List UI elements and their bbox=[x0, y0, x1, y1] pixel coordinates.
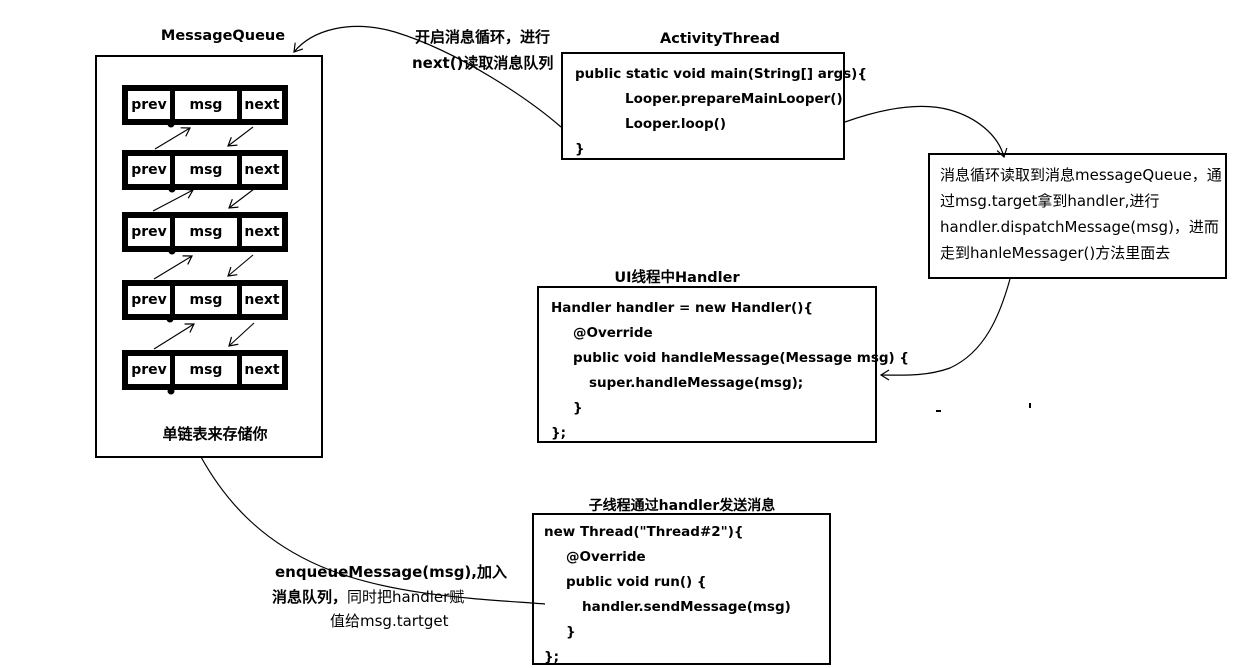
node-prev-cell: prev bbox=[128, 356, 170, 384]
loop-note-line2: next()读取消息队列 bbox=[412, 54, 554, 72]
dispatch-note-line: 消息循环读取到消息messageQueue，通 bbox=[940, 166, 1222, 184]
node-prev-cell: prev bbox=[128, 286, 170, 314]
stray-mark bbox=[1029, 403, 1031, 408]
queue-caption: 单链表来存储你 bbox=[162, 425, 268, 443]
dispatch-note-line: 过msg.target拿到handler,进行 bbox=[940, 192, 1160, 210]
node-msg-cell: msg bbox=[175, 286, 237, 314]
node-next-cell: next bbox=[242, 218, 282, 246]
messagequeue-title: MessageQueue bbox=[160, 28, 286, 44]
node-next-cell: next bbox=[242, 356, 282, 384]
node-msg-cell: msg bbox=[175, 218, 237, 246]
node-prev-cell: prev bbox=[128, 91, 170, 119]
node-next-cell: next bbox=[242, 156, 282, 184]
code-line: }; bbox=[551, 425, 567, 441]
queue-node-row: prev msg next bbox=[122, 150, 288, 190]
node-msg-cell: msg bbox=[175, 356, 237, 384]
queue-node-row: prev msg next bbox=[122, 212, 288, 252]
queue-node-row: prev msg next bbox=[122, 280, 288, 320]
code-line: handler.sendMessage(msg) bbox=[582, 599, 791, 615]
enqueue-note-line2-bold: 消息队列， bbox=[272, 588, 348, 606]
enqueue-note-line1: enqueueMessage(msg),加入 bbox=[275, 563, 507, 581]
code-line: @Override bbox=[566, 549, 646, 565]
node-prev-cell: prev bbox=[128, 156, 170, 184]
code-line: public static void main(String[] args){ bbox=[575, 66, 867, 82]
code-line: super.handleMessage(msg); bbox=[589, 375, 804, 391]
code-line: new Thread("Thread#2"){ bbox=[544, 524, 744, 540]
enqueue-note-line2-rest: 同时把handler赋 bbox=[347, 588, 465, 606]
ui-handler-box: Handler handler = new Handler(){ @Overri… bbox=[537, 286, 910, 443]
stray-mark bbox=[936, 410, 941, 412]
enqueue-note-line3: 值给msg.tartget bbox=[330, 612, 449, 630]
node-next-cell: next bbox=[242, 91, 282, 119]
code-line: public void run() { bbox=[566, 574, 707, 590]
code-line: Handler handler = new Handler(){ bbox=[551, 300, 813, 316]
dispatch-note-line: 走到hanleMessager()方法里面去 bbox=[940, 244, 1171, 262]
code-line: } bbox=[575, 141, 585, 157]
code-line: @Override bbox=[573, 325, 653, 341]
arrow-activitythread-to-dispatch bbox=[844, 105, 1008, 159]
sub-thread-box: new Thread("Thread#2"){ @Override public… bbox=[532, 513, 831, 665]
node-next-cell: next bbox=[242, 286, 282, 314]
node-prev-cell: prev bbox=[128, 218, 170, 246]
code-line: Looper.loop() bbox=[625, 116, 727, 132]
code-line: }; bbox=[544, 649, 560, 665]
ui-handler-title: UI线程中Handler bbox=[614, 270, 740, 286]
queue-node-row: prev msg next bbox=[122, 350, 288, 390]
loop-note-line1: 开启消息循环，进行 bbox=[415, 28, 551, 46]
code-line: } bbox=[566, 624, 576, 640]
dispatch-note-line: handler.dispatchMessage(msg)，进而 bbox=[940, 218, 1219, 236]
code-line: } bbox=[573, 400, 583, 416]
node-msg-cell: msg bbox=[175, 156, 237, 184]
code-line: Looper.prepareMainLooper() bbox=[625, 91, 843, 107]
node-msg-cell: msg bbox=[175, 91, 237, 119]
activitythread-box: public static void main(String[] args){ … bbox=[561, 52, 867, 160]
queue-node-row: prev msg next bbox=[122, 85, 288, 125]
activitythread-title: ActivityThread bbox=[660, 31, 780, 47]
code-line: public void handleMessage(Message msg) { bbox=[573, 350, 910, 366]
dispatch-note-box: 消息循环读取到消息messageQueue，通 过msg.target拿到han… bbox=[928, 153, 1227, 279]
sub-thread-title: 子线程通过handler发送消息 bbox=[588, 498, 776, 514]
